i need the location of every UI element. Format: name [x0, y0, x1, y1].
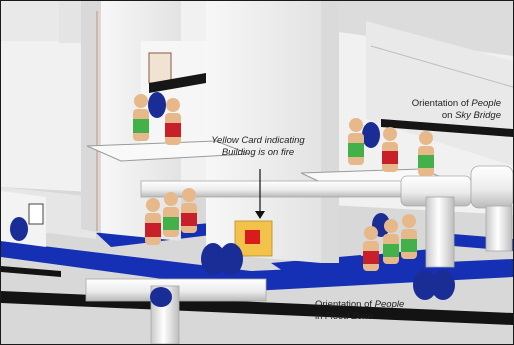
flood-zone-caption-line-2: in Flood Zone	[315, 311, 435, 323]
flood-zone-caption-em-1: People	[375, 299, 405, 310]
tall-building-left-side	[81, 1, 101, 233]
yellow-card-caption-line-2: Building is on fire	[199, 147, 317, 159]
flood-zone-caption-line-1: Orientation of People	[315, 299, 435, 311]
right-pipe-joint	[471, 166, 513, 208]
flood-zone-caption-em-2: Flood Zone	[325, 311, 373, 322]
left-window	[29, 204, 43, 224]
sky-bridge-caption: Orientation of People on Sky Bridge	[381, 98, 501, 122]
yellow-card-caption-line-1: Yellow Card indicating	[199, 135, 317, 147]
flood-zone-caption-prefix-2: in	[315, 311, 325, 322]
right-pipe-vertical-2	[486, 206, 512, 251]
sky-bridge-caption-line-1: Orientation of People	[381, 98, 501, 110]
sky-bridge-caption-em-2: Sky Bridge	[455, 110, 501, 121]
yellow-card-caption: Yellow Card indicating Building is on fi…	[199, 135, 317, 159]
central-building-side	[321, 1, 339, 263]
flood-zone-caption: Orientation of People in Flood Zone	[315, 299, 435, 323]
right-pipe-vertical	[426, 197, 454, 267]
red-square	[245, 230, 260, 244]
sky-bridge-caption-em-1: People	[471, 98, 501, 109]
sky-bridge-caption-prefix-2: on	[442, 110, 455, 121]
sky-bridge-caption-prefix-1: Orientation of	[412, 98, 472, 109]
sky-bridge-caption-line-2: on Sky Bridge	[381, 110, 501, 122]
flood-zone-caption-prefix-1: Orientation of	[315, 299, 375, 310]
inner-doorway	[149, 53, 171, 83]
